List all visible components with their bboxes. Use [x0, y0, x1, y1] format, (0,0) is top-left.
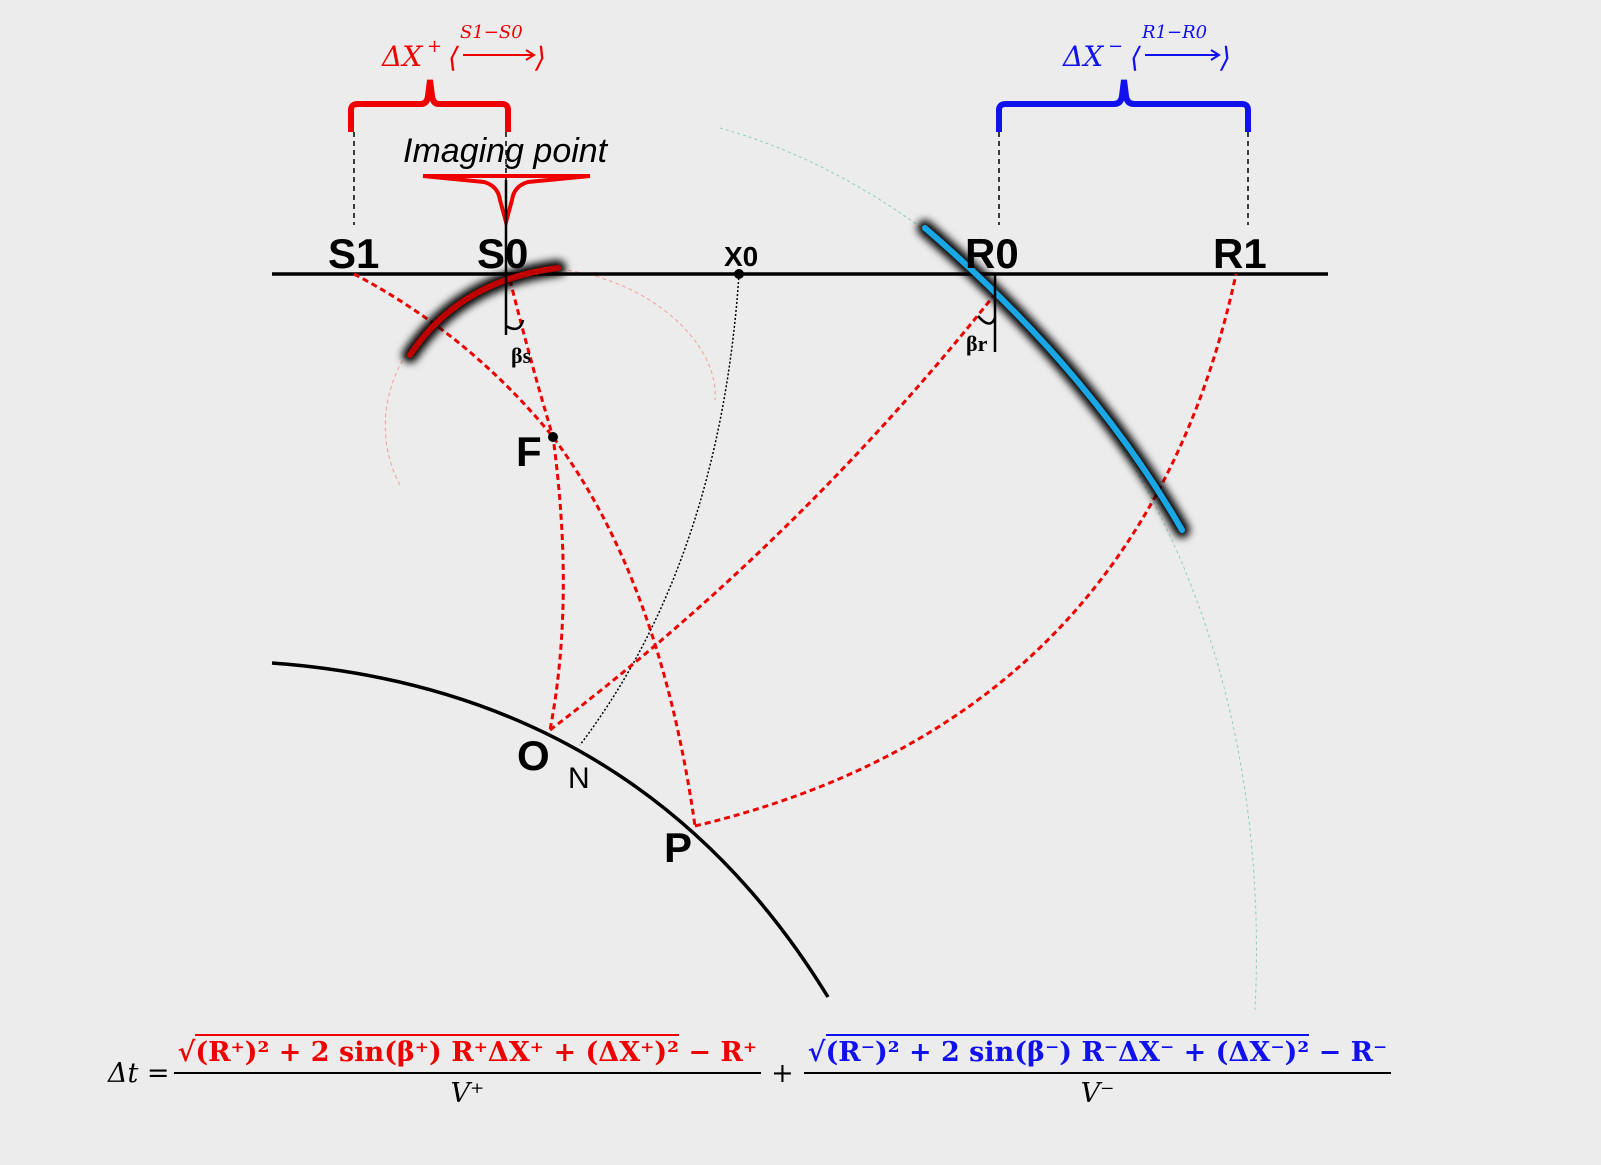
source-offset-annotation: ΔX + S1−S0 ⟨ ⟩: [381, 22, 546, 74]
traveltime-formula: Δt = √(R⁺)² + 2 sin(β⁺) R⁺ΔX⁺ + (ΔX⁺)² −…: [108, 1018, 1588, 1128]
point-f: [548, 432, 558, 442]
formula-receiver-numerator: √(R⁻)² + 2 sin(β⁻) R⁻ΔX⁻ + (ΔX⁻)² − R⁻: [804, 1034, 1392, 1072]
ray-paths: [353, 272, 1238, 828]
beta-r-angle-arc: [977, 315, 997, 325]
receiver-delta-x: ΔX: [1062, 40, 1104, 73]
source-bracket-open: ⟨: [448, 41, 460, 74]
brace-guides: [353, 132, 1249, 225]
ray-P-R1: [694, 273, 1238, 828]
ray-O-R0: [549, 293, 997, 732]
reflector-curve: [271, 661, 830, 998]
label-S0: S0: [477, 230, 528, 277]
formula-plus: +: [771, 1057, 794, 1089]
formula-source-term: √(R⁺)² + 2 sin(β⁺) R⁺ΔX⁺ + (ΔX⁺)² − R⁺ V…: [173, 1034, 762, 1109]
formula-lhs: Δt =: [108, 1057, 170, 1089]
formula-receiver-sqrt: (R⁻)² + 2 sin(β⁻) R⁻ΔX⁻ + (ΔX⁻)²: [825, 1034, 1310, 1068]
source-offset-brace: [348, 79, 511, 132]
receiver-wavefront: [922, 225, 1185, 533]
formula-receiver-term: √(R⁻)² + 2 sin(β⁻) R⁻ΔX⁻ + (ΔX⁻)² − R⁻ V…: [803, 1034, 1392, 1109]
source-wavefront-shadow: [402, 260, 566, 363]
source-delta-x: ΔX: [381, 40, 423, 73]
point-x0: [734, 269, 744, 279]
normal-ray: [579, 273, 740, 746]
label-R1: R1: [1213, 230, 1267, 277]
source-offset-text: S1−S0: [460, 22, 523, 43]
label-P: P: [664, 824, 692, 871]
formula-source-sqrt: (R⁺)² + 2 sin(β⁺) R⁺ΔX⁺ + (ΔX⁺)²: [195, 1034, 679, 1068]
receiver-arrowhead: [1210, 49, 1221, 61]
label-R0: R0: [965, 230, 1019, 277]
receiver-offset-text: R1−R0: [1141, 22, 1207, 43]
receiver-delta-sup: −: [1108, 36, 1123, 57]
label-F: F: [516, 428, 542, 475]
receiver-bracket-close: ⟩: [1219, 41, 1231, 74]
label-beta-r: βr: [966, 331, 988, 356]
formula-source-numerator: √(R⁺)² + 2 sin(β⁺) R⁺ΔX⁺ + (ΔX⁺)² − R⁺: [174, 1034, 762, 1072]
formula-source-minus-r: − R⁺: [679, 1037, 758, 1068]
label-X0: X0: [724, 241, 758, 272]
receiver-offset-brace: [996, 79, 1251, 132]
beta-s-angle-arc: [505, 319, 525, 331]
source-bracket-close: ⟩: [534, 41, 546, 74]
label-N: N: [568, 762, 590, 795]
formula-source-denominator: V⁺: [173, 1072, 762, 1109]
formula-receiver-denominator: V⁻: [803, 1072, 1392, 1109]
receiver-bracket-open: ⟨: [1130, 41, 1142, 74]
label-beta-s: βs: [511, 343, 532, 368]
source-arrowhead: [525, 49, 536, 61]
receiver-offset-annotation: ΔX − R1−R0 ⟨ ⟩: [1062, 22, 1231, 74]
faint-source-circle: [384, 267, 716, 486]
source-wavefront: [407, 265, 561, 358]
label-imaging-point: Imaging point: [403, 132, 609, 170]
formula-receiver-minus-r: − R⁻: [1309, 1037, 1388, 1068]
ray-S0-F-O: [508, 279, 565, 731]
source-delta-sup: +: [427, 36, 442, 57]
label-O: O: [517, 732, 550, 779]
label-S1: S1: [328, 230, 379, 277]
